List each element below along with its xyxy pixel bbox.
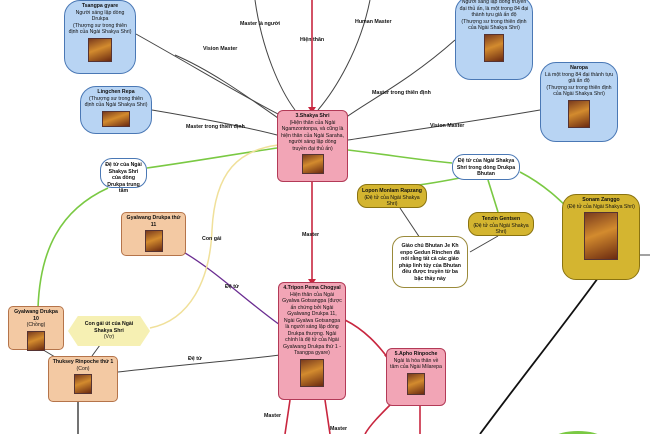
edge-shakya-daughter [149, 144, 279, 329]
node-gyalwang10-line-0: (Chồng) [26, 322, 46, 328]
node-topright-line-0: Người sáng lập dòng truyền đại thủ ấn, l… [459, 0, 529, 18]
edge-shakya-central [146, 147, 278, 169]
node-bhutan-master-text: Giáo chủ Bhutan Je Kh enpo Gedun Rinchen… [399, 243, 461, 282]
node-youngest-daughter[interactable]: Con gái út của Ngài Shakya Shri (Vợ) [68, 316, 150, 346]
node-sonam-zanggo[interactable]: Sonam Zanggo (Đệ tử của Ngài Shakya Shri… [562, 194, 640, 280]
node-lopon-title: Lopon Monlam Rapzang [362, 188, 422, 194]
node-lingchen-repa[interactable]: Lingchen Repa (Thượng sư trong thiên địn… [80, 86, 152, 134]
edge-label-vision-master-2: Vision Master [430, 123, 465, 129]
portrait-image [568, 99, 590, 128]
node-gyalwang11-title: Gyalwang Drukpa thứ 11 [126, 215, 181, 228]
edge-thuksey-tripon [117, 354, 281, 373]
node-tenzin-line-0: (Đệ tử của Ngài Shakya Shri) [473, 222, 529, 236]
node-disciple-bhutan[interactable]: Đệ tử của Ngài Shakya Shri trong dòng Dr… [452, 154, 520, 180]
edge-central-gyalwang10 [37, 187, 109, 309]
portrait-image [74, 374, 92, 394]
edge-label-hien-than: Hiện thân [300, 37, 325, 43]
node-tsangpa-title: Tsangpa gyare [81, 3, 119, 9]
portrait-image [407, 372, 425, 395]
node-apho-line-0: Ngài là hóa thân về tâm của Ngài Milarep… [390, 357, 442, 371]
node-tenzin-title: Tenzin Gentsen [481, 216, 521, 222]
node-thuksey-line-0: (Con) [76, 365, 90, 372]
edge-top-shakya-2 [317, 0, 371, 111]
node-mahamudra-founder[interactable]: Người sáng lập dòng truyền đại thủ ấn, l… [455, 0, 533, 80]
node-tsangpa-line-0: Người sáng lập dòng Drukpa [75, 9, 125, 23]
node-lingchen-line-0: (Thượng sư trong thiên định của Ngài Sha… [84, 95, 148, 109]
edge-label-master-la-nguoi: Master là người [240, 21, 280, 27]
edge-sonam-down [479, 277, 599, 434]
node-sonam-line-0: (Đệ tử của Ngài Shakya Shri) [567, 203, 635, 210]
node-tsangpa-line-1: (Thượng sư trong thiên định của Ngài Sha… [68, 22, 132, 36]
node-topright-line-1: (Thượng sư trong thiên định của Ngài Sha… [461, 18, 527, 32]
edge-tripon-down [284, 399, 291, 434]
node-gyalwang-drukpa-11[interactable]: Gyalwang Drukpa thứ 11 [121, 212, 186, 256]
edge-lopon-bhutanmaster [399, 207, 421, 239]
portrait-image [484, 33, 504, 62]
node-naropa[interactable]: Naropa Là một trong 84 đại thành tựu giả… [540, 62, 618, 142]
node-thuksey-title: Thuksey Rinpoche thứ 1 [52, 359, 114, 365]
node-shakya-line-0: (Hiện thân của Ngài Ngamzontonpa, và cũn… [281, 119, 344, 152]
edge-green-partial-node [558, 431, 598, 434]
node-sonam-title: Sonam Zanggo [582, 197, 620, 203]
node-lopon-monlam[interactable]: Lopon Monlam Rapzang (Đệ tử của Ngài Sha… [357, 184, 427, 208]
portrait-image [584, 212, 618, 260]
edge-topright-shakya [344, 39, 456, 119]
edge-gyalwang11-tripon [179, 249, 281, 326]
portrait-image [102, 110, 130, 127]
node-gyalwang10-title: Gyalwang Drukpa 10 [14, 309, 58, 322]
portrait-image [88, 37, 112, 62]
node-daughter-line-0: (Vợ) [103, 334, 115, 340]
edge-label-de-tu-1: Đệ tử [225, 284, 239, 290]
portrait-image [301, 154, 324, 174]
node-apho-title: 5.Apho Rinpoche [394, 351, 438, 357]
edge-tripon-down-2 [324, 399, 331, 434]
node-lopon-line-0: (Đệ tử của Ngài Shakya Shri) [364, 194, 420, 208]
edge-shakya-bhutan [347, 149, 453, 164]
node-bhutan-je-khenpo[interactable]: Giáo chủ Bhutan Je Kh enpo Gedun Rinchen… [392, 236, 468, 288]
portrait-image [144, 230, 163, 252]
node-disciple-central-title: Đệ tử của Ngài Shakya Shri của dòng Druk… [105, 162, 142, 194]
node-tsangpa-gyare[interactable]: Tsangpa gyare Người sáng lập dòng Drukpa… [64, 0, 136, 74]
edge-naropa-shakya [347, 109, 541, 141]
node-daughter-title: Con gái út của Ngài Shakya Shri [84, 321, 134, 334]
edge-tripon-apho [344, 319, 389, 359]
node-apho-rinpoche[interactable]: 5.Apho Rinpoche Ngài là hóa thân về tâm … [386, 348, 446, 406]
edge-daughter-thuksey [91, 344, 101, 357]
node-naropa-line-0: Là một trong 84 đại thành tựu giả ấn độ [544, 71, 614, 85]
node-tenzin-gentsen[interactable]: Tenzin Gentsen (Đệ tử của Ngài Shakya Sh… [468, 212, 534, 236]
node-shakya-shri[interactable]: 3.Shakya Shri (Hiện thân của Ngài Ngamzo… [277, 110, 348, 182]
edge-label-master-3: Master [330, 426, 348, 432]
edge-label-master-thien-dinh-1: Master trong thiên định [372, 90, 431, 96]
node-tripon-pema-chogyal[interactable]: 4.Tripon Pema Chogyal Hiện thân của Ngài… [278, 282, 346, 400]
node-tripon-line-0: Hiện thân của Ngài Gyalwa Gotsangpa (đượ… [282, 291, 342, 357]
edge-label-master-2: Master [264, 413, 282, 419]
node-naropa-line-1: (Thượng sư trong thiên định của Ngài Sha… [546, 84, 612, 98]
edge-label-master-1: Master [302, 232, 320, 238]
edge-top-shakya-1 [254, 0, 296, 111]
edge-lingchen-shakya [151, 109, 278, 136]
edge-label-master-thien-dinh-2: Master trong thiên định [186, 124, 245, 130]
edge-shakya-top-left-vision [174, 54, 279, 119]
portrait-image [300, 358, 324, 387]
portrait-image [27, 330, 45, 351]
edge-label-vision-master: Vision Master [203, 46, 238, 52]
edge-label-con-gai: Con gái [202, 236, 222, 242]
edge-tenzin-bhutanmaster [469, 235, 499, 253]
node-tripon-title: 4.Tripon Pema Chogyal [283, 285, 341, 291]
edge-tsangpa-shakya [135, 33, 281, 116]
node-shakya-title: 3.Shakya Shri [295, 113, 330, 119]
node-disciple-bhutan-title: Đệ tử của Ngài Shakya Shri trong dòng Dr… [456, 158, 516, 177]
node-lingchen-title: Lingchen Repa [97, 89, 135, 95]
node-naropa-title: Naropa [570, 65, 588, 71]
node-disciple-central[interactable]: Đệ tử của Ngài Shakya Shri của dòng Druk… [100, 158, 147, 194]
edge-bhutan-tenzin [487, 179, 499, 213]
node-thuksey-rinpoche-1[interactable]: Thuksey Rinpoche thứ 1 (Con) [48, 356, 118, 402]
edge-label-human-master: Human Master [355, 19, 392, 25]
edge-label-de-tu-2: Đệ tử [188, 356, 202, 362]
node-gyalwang-drukpa-10[interactable]: Gyalwang Drukpa 10 (Chồng) [8, 306, 64, 351]
